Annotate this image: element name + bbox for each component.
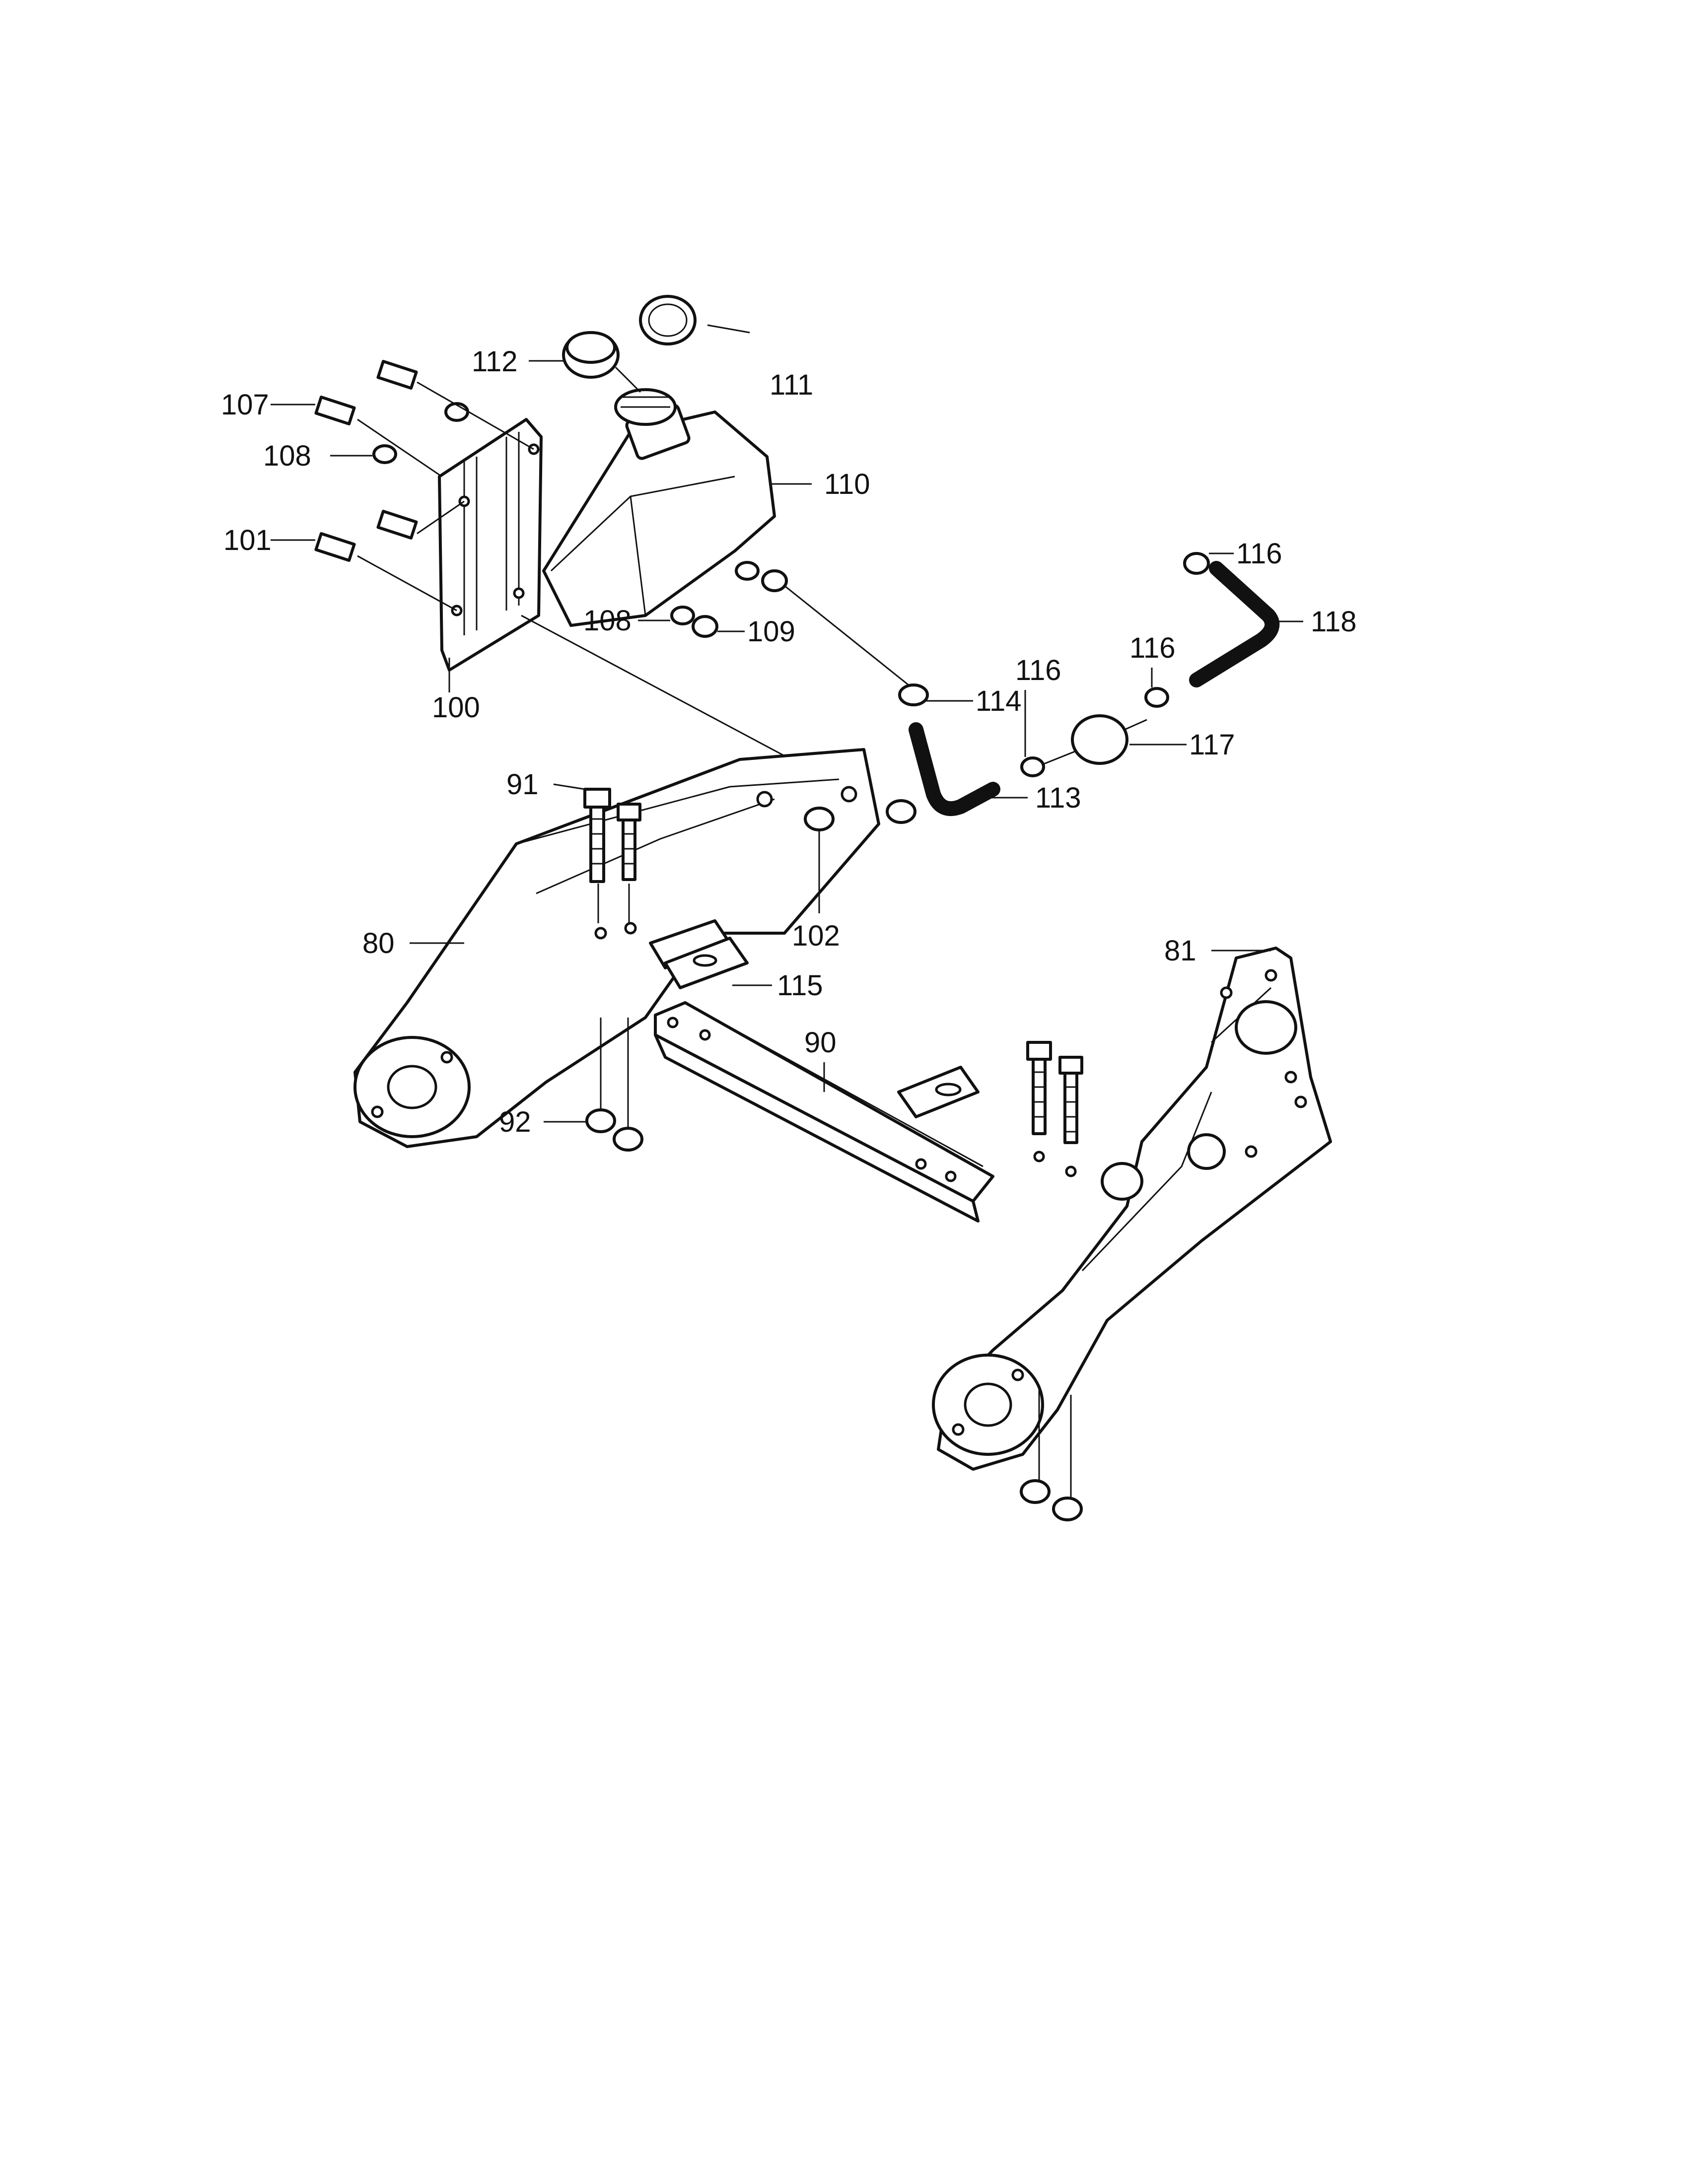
callout-108-lower: 108	[583, 605, 632, 637]
callout-leaders	[271, 324, 1303, 1123]
callout-117: 117	[1189, 729, 1235, 761]
right-frame-81	[932, 947, 1332, 1471]
callout-92: 92	[499, 1106, 531, 1138]
callout-116-upper: 116	[1129, 632, 1175, 664]
nuts-92	[585, 1018, 643, 1152]
callout-116-right: 116	[1236, 538, 1282, 570]
callout-108-upper: 108	[263, 440, 311, 472]
tank-bracket-100	[438, 418, 543, 672]
callout-107: 107	[221, 389, 269, 421]
right-bolts-nuts	[1020, 1041, 1083, 1521]
callout-labels: 80 81 90 91 92 100 101 102 107 108 108 1…	[221, 345, 1356, 1138]
callout-116-middle: 116	[1015, 654, 1061, 686]
cross-tube-90	[654, 1001, 994, 1223]
screws-washers	[314, 360, 534, 612]
callout-101: 101	[223, 524, 272, 556]
callout-118: 118	[1311, 606, 1356, 638]
callout-102: 102	[792, 920, 840, 952]
callout-90: 90	[804, 1026, 837, 1059]
callout-80: 80	[362, 927, 395, 959]
callout-113: 113	[1035, 782, 1081, 814]
callout-91: 91	[506, 768, 539, 801]
callout-109: 109	[747, 615, 795, 648]
bolts-91-nut-102	[583, 788, 916, 923]
fuel-tank-110	[542, 388, 776, 627]
callout-100: 100	[432, 691, 480, 724]
clamp-plates-115	[649, 919, 749, 989]
callout-110: 110	[824, 468, 870, 500]
fuel-line-assembly	[898, 552, 1280, 816]
cap-112-insert-111	[562, 295, 697, 393]
callout-115: 115	[777, 969, 823, 1002]
callout-111: 111	[770, 369, 813, 401]
left-frame-80	[353, 748, 880, 1148]
callout-81: 81	[1164, 935, 1196, 967]
callout-114: 114	[976, 685, 1021, 717]
washers-nuts-109	[521, 561, 909, 775]
callout-112: 112	[472, 345, 517, 378]
